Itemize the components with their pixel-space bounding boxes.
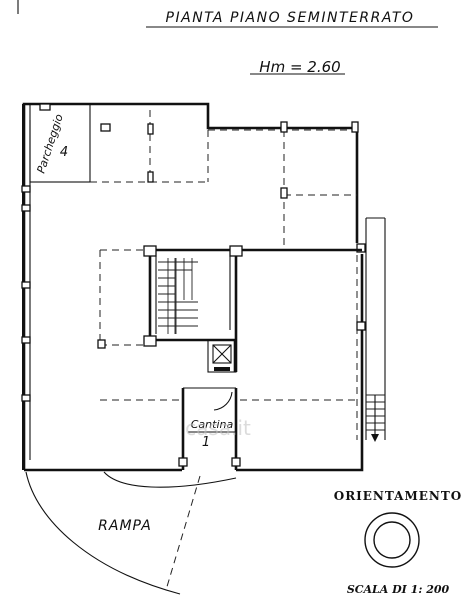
- cellar-label: Cantina: [191, 418, 234, 431]
- parking-space: [29, 103, 91, 183]
- ramp: [25, 471, 237, 595]
- staircase: [158, 258, 198, 334]
- ramp-label: RAMPA: [98, 518, 152, 534]
- side-stairs: [366, 394, 385, 442]
- cellar-number: 1: [202, 435, 210, 450]
- plan-title: PIANTA PIANO SEMINTERRATO: [166, 10, 415, 26]
- garage-grid: [90, 110, 358, 440]
- height-label: Hm = 2.60: [259, 58, 340, 76]
- columns: [97, 121, 366, 349]
- elevator-shaft: [207, 339, 237, 373]
- scale-label: SCALA DI 1: 200: [347, 583, 450, 596]
- parking-number: 4: [60, 145, 68, 160]
- watermark: casa.it: [185, 416, 251, 440]
- parking-column: [39, 103, 51, 111]
- stair-core: [143, 245, 362, 372]
- bottom-wall-right: [236, 440, 364, 472]
- compass-icon: [364, 512, 420, 568]
- cellar-room: [178, 387, 241, 470]
- parking-label: Parcheggio: [34, 112, 65, 175]
- orientation-label: ORIENTAMENTO: [334, 489, 463, 503]
